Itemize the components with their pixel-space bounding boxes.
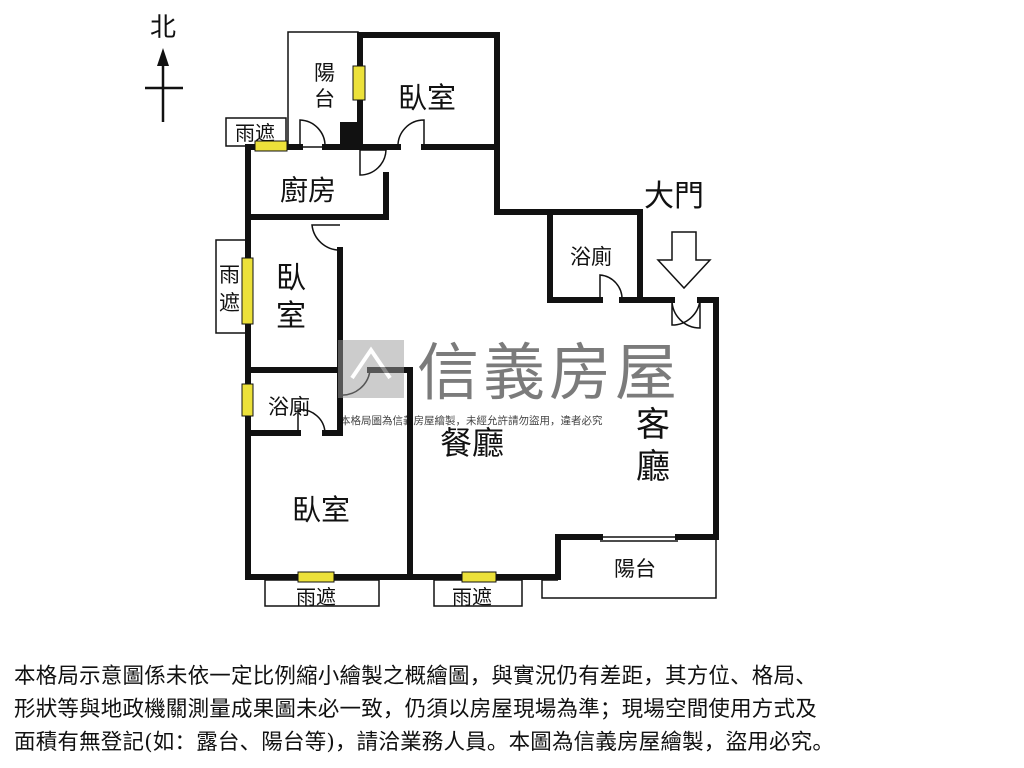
label-bedroom-top: 臥室 xyxy=(398,81,456,115)
label-awning-bottom-center: 雨遮 xyxy=(452,585,492,609)
label-bathroom-right: 浴廁 xyxy=(570,245,612,269)
label-bedroom-middle-2: 室 xyxy=(276,299,306,334)
label-kitchen: 廚房 xyxy=(280,174,336,207)
label-bedroom-middle-1: 臥 xyxy=(276,261,306,296)
label-main-door: 大門 xyxy=(644,179,704,214)
label-awning-left-2: 遮 xyxy=(219,291,240,315)
watermark xyxy=(338,340,404,398)
label-bedroom-bottom: 臥室 xyxy=(292,493,350,527)
label-balcony-top-1: 陽 xyxy=(314,61,335,85)
label-bathroom-left: 浴廁 xyxy=(268,395,310,419)
north-arrow xyxy=(145,48,183,122)
label-living-room-2: 廳 xyxy=(636,447,670,487)
floor-plan: 北 xyxy=(145,13,719,609)
watermark-brand: 信義房屋 xyxy=(417,336,681,409)
disclaimer-line-1: 本格局示意圖係未依一定比例縮小繪製之概繪圖，與實況仍有差距，其方位、格局、 xyxy=(14,664,817,689)
structural-column xyxy=(340,122,360,147)
label-awning-top-left: 雨遮 xyxy=(235,121,275,145)
disclaimer-line-2: 形狀等與地政機關測量成果圖未必一致，仍須以房屋現場為準；現場空間使用方式及 xyxy=(14,697,817,722)
disclaimer-line-3: 面積有無登記(如：露台、陽台等)，請洽業務人員。本圖為信義房屋繪製，盜用必究。 xyxy=(14,730,835,755)
disclaimer: 本格局示意圖係未依一定比例縮小繪製之概繪圖，與實況仍有差距，其方位、格局、 形狀… xyxy=(14,660,1014,759)
label-balcony-bottom: 陽台 xyxy=(614,557,656,581)
label-awning-bottom-left: 雨遮 xyxy=(296,585,336,609)
windows xyxy=(241,65,497,583)
entry-arrow-icon xyxy=(656,231,712,290)
label-balcony-top-2: 台 xyxy=(314,87,335,111)
north-label: 北 xyxy=(150,13,176,43)
label-living-room-1: 客 xyxy=(636,405,670,445)
watermark-notice: 本格局圖為信義房屋繪製，未經允許請勿盜用，違者必究 xyxy=(340,414,603,427)
label-awning-left-1: 雨 xyxy=(219,263,240,287)
label-dining-room: 餐廳 xyxy=(440,424,504,462)
